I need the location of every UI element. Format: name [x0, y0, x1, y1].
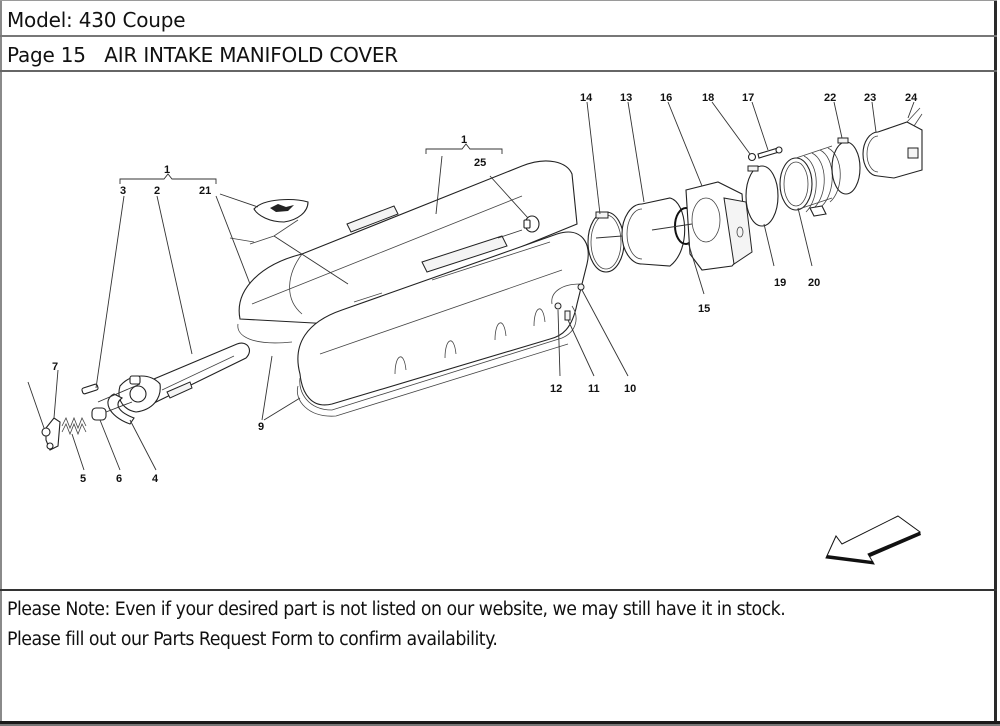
parts-note: Please Note: Even if your desired part i… — [0, 589, 997, 722]
ferrari-badge — [229, 199, 309, 245]
callout-9: 9 — [258, 421, 264, 433]
manifold-cover-front — [297, 231, 589, 406]
washer — [747, 152, 757, 162]
arrow-down-left-icon — [825, 515, 922, 565]
callout-18: 18 — [702, 92, 714, 104]
callout-4: 4 — [152, 473, 159, 485]
callout-3: 3 — [120, 185, 126, 197]
callout-11: 11 — [588, 383, 600, 395]
callout-25: 25 — [474, 157, 486, 169]
actuator-rod — [118, 342, 250, 413]
callout-12: 12 — [550, 383, 562, 395]
callout-1-left: 1 — [164, 164, 170, 176]
exploded-parts-diagram: 1 3 2 21 1 25 14 13 16 18 17 22 23 24 19… — [2, 74, 994, 589]
screw — [81, 383, 99, 395]
callout-21: 21 — [199, 185, 211, 197]
callout-15: 15 — [698, 303, 710, 315]
note-line-2: Please fill out our Parts Request Form t… — [7, 629, 498, 650]
throttle-adapter — [621, 197, 686, 267]
note-line-1: Please Note: Even if your desired part i… — [7, 599, 786, 620]
callouts: 1 3 2 21 1 25 14 13 16 18 17 22 23 24 19… — [52, 92, 918, 485]
lever-bracket — [41, 417, 61, 451]
bushing — [91, 407, 107, 421]
manifold-cover-rear — [238, 160, 578, 325]
callout-24: 24 — [905, 92, 918, 104]
callout-16: 16 — [660, 92, 672, 104]
hose-clamp-front — [587, 211, 625, 273]
callout-1-center: 1 — [461, 134, 467, 146]
page-header: Page 15 AIR INTAKE MANIFOLD COVER — [0, 37, 997, 72]
callout-6: 6 — [116, 473, 122, 485]
spring — [61, 416, 87, 436]
sensor-bracket — [551, 283, 585, 321]
plug-cap — [523, 215, 540, 233]
manifold-gasket — [237, 305, 577, 417]
callout-22: 22 — [824, 92, 836, 104]
callout-10: 10 — [624, 383, 636, 395]
bottom-border — [0, 721, 1000, 726]
page-title: Page 15 AIR INTAKE MANIFOLD COVER — [7, 43, 398, 67]
intake-bellows-hose — [779, 145, 841, 217]
callout-20: 20 — [808, 277, 820, 289]
air-flow-meter — [862, 121, 923, 179]
throttle-body — [685, 181, 753, 271]
hose-clamp-rear — [831, 137, 861, 195]
callout-13: 13 — [620, 92, 632, 104]
air-duct — [906, 107, 923, 159]
clamp-plate — [107, 393, 135, 425]
bolt — [757, 146, 783, 159]
diagram-canvas: 1 3 2 21 1 25 14 13 16 18 17 22 23 24 19… — [27, 92, 923, 565]
leader-lines — [27, 101, 915, 471]
callout-2: 2 — [154, 185, 160, 197]
model-title: Model: 430 Coupe — [7, 8, 186, 32]
hose-clamp-middle — [745, 165, 779, 227]
callout-7: 7 — [52, 361, 58, 373]
callout-17: 17 — [742, 92, 754, 104]
callout-5: 5 — [80, 473, 86, 485]
model-header: Model: 430 Coupe — [0, 0, 997, 37]
callout-14: 14 — [580, 92, 593, 104]
callout-19: 19 — [774, 277, 786, 289]
callout-23: 23 — [864, 92, 876, 104]
